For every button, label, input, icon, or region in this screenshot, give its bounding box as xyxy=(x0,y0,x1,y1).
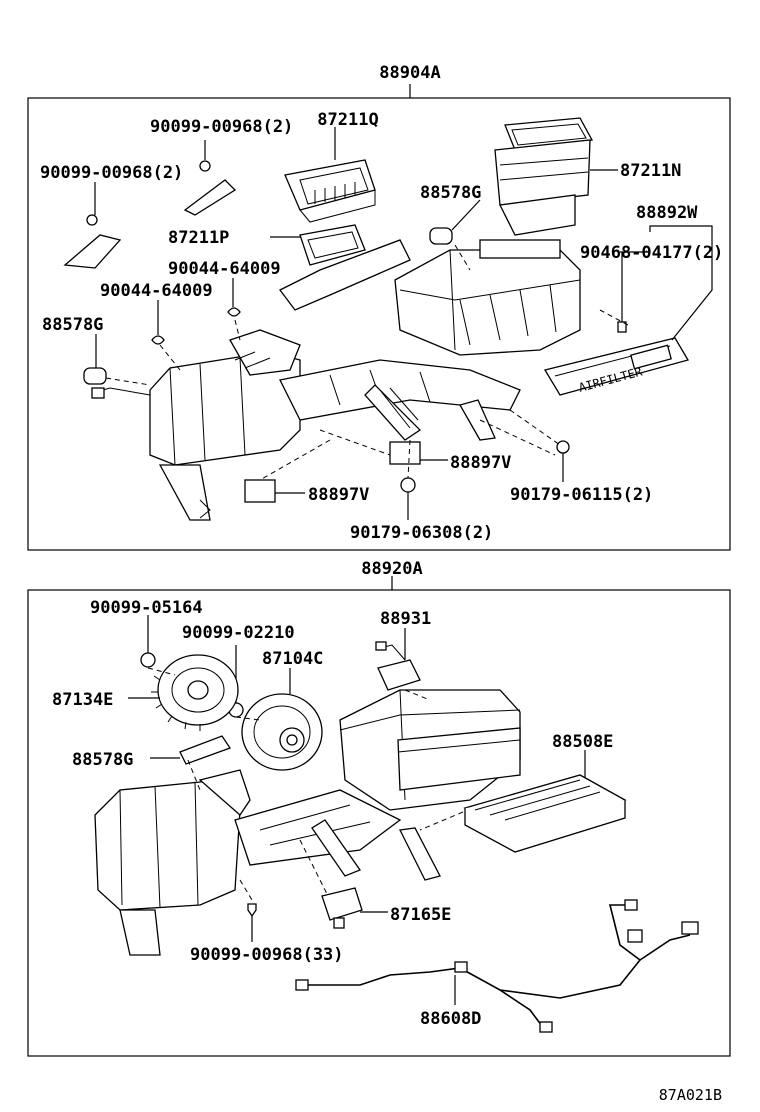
label-90099-02210: 90099-02210 xyxy=(182,623,295,643)
clip-90044-b xyxy=(151,335,165,345)
blower-housing-lower xyxy=(339,689,521,811)
label-88578G-a: 88578G xyxy=(420,183,481,203)
label-90099-05164: 90099-05164 xyxy=(90,598,203,618)
label-90099-00968-b: 90099-00968(2) xyxy=(40,163,183,183)
block-88897V-b xyxy=(244,479,276,503)
bracket-1 xyxy=(63,160,237,269)
label-90179-06115: 90179-06115(2) xyxy=(510,485,653,505)
lower-assembly: 88920A 90099-05164 88931 90099-02210 871… xyxy=(27,559,731,1057)
heater-case-upper xyxy=(149,329,301,521)
clip-90044-a xyxy=(227,307,241,317)
label-88578G-c: 88578G xyxy=(72,750,133,770)
label-88578G-b: 88578G xyxy=(42,315,103,335)
heater-case-lower xyxy=(94,769,441,956)
wire-harness-88608D xyxy=(295,899,699,1033)
label-88892W: 88892W xyxy=(636,203,698,223)
label-90099-00968-c: 90099-00968(33) xyxy=(190,945,344,965)
screw-90099-05164 xyxy=(140,652,156,668)
actuator-88931 xyxy=(375,641,421,691)
part-88578G-upper-b xyxy=(83,367,107,385)
upper-assembly: 88904A xyxy=(27,63,731,551)
label-87134E: 87134E xyxy=(52,690,113,710)
label-90044-64009-a: 90044-64009 xyxy=(168,259,281,279)
nut-90179-06308 xyxy=(400,477,416,493)
blower-motor-87104C xyxy=(241,693,323,771)
label-90099-00968-a: 90099-00968(2) xyxy=(150,117,293,137)
filter-tray-88508E xyxy=(463,774,627,853)
vent-87211Q xyxy=(284,159,376,223)
label-87211Q: 87211Q xyxy=(317,110,378,130)
block-88897V-a xyxy=(389,441,421,465)
label-90468-04177: 90468-04177(2) xyxy=(580,243,723,263)
upper-frame xyxy=(27,97,731,551)
air-duct-upper xyxy=(279,359,521,441)
screw-90099-00968-lower xyxy=(247,903,257,918)
label-88897V-a: 88897V xyxy=(450,453,511,473)
label-90179-06308: 90179-06308(2) xyxy=(350,523,493,543)
label-88897V-b: 88897V xyxy=(308,485,369,505)
label-88608D: 88608D xyxy=(420,1009,481,1029)
label-87211N: 87211N xyxy=(620,161,681,181)
assembly-label-lower: 88920A xyxy=(361,559,422,579)
figure-code: 87A021B xyxy=(659,1086,722,1104)
label-87211P: 87211P xyxy=(168,228,229,248)
pad-88578G-lower xyxy=(179,735,231,765)
lower-frame xyxy=(27,589,731,1057)
label-90044-64009-b: 90044-64009 xyxy=(100,281,213,301)
label-87104C: 87104C xyxy=(262,649,323,669)
assembly-label-upper: 88904A xyxy=(379,63,440,83)
air-filter-88892W: AIRFILTER xyxy=(543,337,689,396)
nut-90179-06115 xyxy=(556,440,570,454)
resistor-87165E xyxy=(321,887,363,929)
label-88931: 88931 xyxy=(380,609,431,629)
label-87165E: 87165E xyxy=(390,905,451,925)
part-88578G-upper-a xyxy=(429,227,453,245)
label-88508E: 88508E xyxy=(552,732,613,752)
vent-87211P xyxy=(279,224,411,311)
duct-87211N xyxy=(494,117,594,236)
blower-case-upper xyxy=(394,239,581,356)
blower-fan-87134E xyxy=(151,654,239,731)
